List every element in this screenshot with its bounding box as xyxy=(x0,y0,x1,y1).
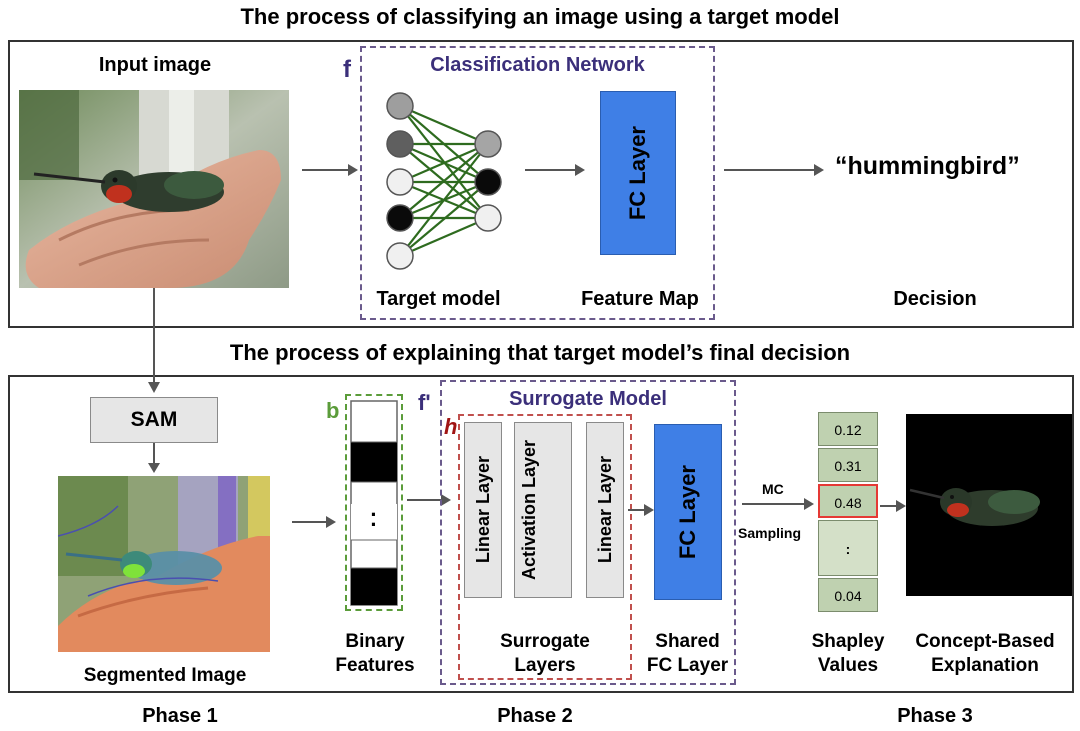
arrow-sam-to-segmented xyxy=(148,443,160,473)
shapley-value: 0.04 xyxy=(818,578,878,612)
sampling-label: Sampling xyxy=(738,525,802,541)
arrow-binary-to-surrogate xyxy=(407,494,451,506)
phase-2-label: Phase 2 xyxy=(497,705,573,727)
fc-layer-top: FC Layer xyxy=(600,91,676,255)
activation-layer: Activation Layer xyxy=(514,422,572,598)
b-label: b xyxy=(326,398,340,423)
surrogate-layers-box xyxy=(458,414,632,680)
shared-fc-layer-label: Shared FC Layer xyxy=(646,631,729,676)
arrow-segmented-to-binary xyxy=(292,516,336,528)
sam-label: SAM xyxy=(130,408,178,431)
segmented-image xyxy=(58,476,270,652)
binary-dots-2: · xyxy=(370,512,378,537)
shapley-values-label: Shapley Values xyxy=(811,631,885,676)
f-label: f xyxy=(343,56,351,83)
feature-map-label: Feature Map xyxy=(581,288,699,310)
linear-layer-1: Linear Layer xyxy=(464,422,502,598)
linear-layer-2: Linear Layer xyxy=(586,422,624,598)
activation-layer-label: Activation Layer xyxy=(519,439,539,581)
arrow-shapley-to-explanation xyxy=(880,500,906,512)
fc-layer-shared-label: FC Layer xyxy=(675,464,700,560)
arrow-net-to-fc xyxy=(525,164,585,176)
fc-layer-top-label: FC Layer xyxy=(625,125,650,221)
shapley-value-ellipsis: : xyxy=(818,520,878,576)
binary-feature-vector xyxy=(350,400,398,606)
target-model-network xyxy=(386,92,502,270)
binary-dots: · xyxy=(370,502,378,527)
input-image xyxy=(19,90,289,288)
fc-layer-shared: FC Layer xyxy=(654,424,722,600)
f-prime-label: f' xyxy=(418,390,431,415)
concept-explanation-image xyxy=(906,414,1072,596)
input-image-label: Input image xyxy=(98,54,212,76)
linear-layer-2-label: Linear Layer xyxy=(594,456,615,564)
bottom-panel xyxy=(8,375,1074,693)
bottom-title: The process of explaining that target mo… xyxy=(229,340,851,365)
arrow-fc-to-decision xyxy=(724,164,824,176)
decision-label: Decision xyxy=(893,288,977,310)
target-model-label: Target model xyxy=(376,288,501,310)
sam-box: SAM xyxy=(90,397,218,443)
top-title: The process of classifying an image usin… xyxy=(240,4,840,29)
mc-label: MC xyxy=(762,481,784,497)
classification-network-title: Classification Network xyxy=(430,54,645,76)
binary-features-label: Binary Features xyxy=(335,631,415,676)
classification-network-box xyxy=(360,46,715,320)
concept-explanation-label: Concept-Based Explanation xyxy=(915,631,1055,676)
arrow-mc-sampling xyxy=(742,498,814,510)
surrogate-layers-label: Surrogate Layers xyxy=(500,631,590,676)
shapley-value: 0.12 xyxy=(818,412,878,446)
shapley-value-highlighted: 0.48 xyxy=(818,484,878,518)
surrogate-model-title: Surrogate Model xyxy=(509,388,667,410)
arrow-input-to-network xyxy=(302,164,358,176)
arrow-surrogate-to-fc xyxy=(628,504,654,516)
output-word: “hummingbird” xyxy=(835,152,1020,180)
segmented-image-label: Segmented Image xyxy=(83,665,247,686)
h-label: h xyxy=(444,414,458,439)
top-panel xyxy=(8,40,1074,328)
surrogate-model-box xyxy=(440,380,736,685)
binary-features-box xyxy=(345,394,403,611)
phase-3-label: Phase 3 xyxy=(897,705,973,727)
phase-1-label: Phase 1 xyxy=(142,705,218,727)
shapley-values-column: 0.12 0.31 0.48 : 0.04 xyxy=(818,412,878,612)
arrow-image-to-sam xyxy=(148,288,160,393)
linear-layer-1-label: Linear Layer xyxy=(472,456,493,564)
shapley-value: 0.31 xyxy=(818,448,878,482)
